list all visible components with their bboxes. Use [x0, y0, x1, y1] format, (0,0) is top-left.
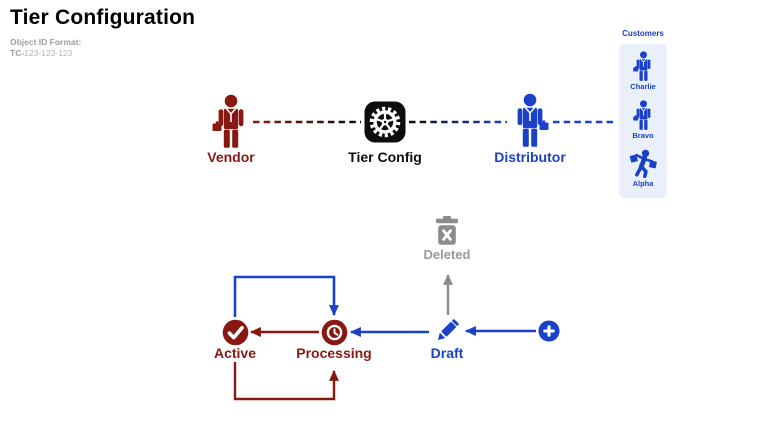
customer-name: Bravo: [632, 131, 654, 140]
deleted-label: Deleted: [423, 247, 471, 262]
pencil-icon: [437, 319, 459, 341]
vendor-person-icon: [211, 94, 251, 148]
object-id-prefix: TC-: [10, 48, 25, 59]
customer-item-alpha: Alpha: [628, 149, 658, 188]
check-circle-icon: [222, 319, 249, 346]
active-to-processing-top-loop-arrow: [233, 275, 339, 317]
customer-name: Charlie: [630, 82, 656, 91]
customers-panel: Charlie Bravo Alpha: [619, 44, 667, 198]
clock-circle-icon: [321, 319, 348, 346]
customer-item-charlie: Charlie: [630, 51, 656, 91]
object-id-value: TC-123-123-123: [10, 48, 81, 59]
customers-label: Customers: [622, 29, 664, 38]
distributor-label: Distributor: [494, 149, 566, 165]
object-id-format: Object ID Format: TC-123-123-123: [10, 37, 81, 59]
active-label: Active: [213, 345, 257, 361]
page-title: Tier Configuration: [10, 6, 196, 29]
trash-icon: [436, 216, 458, 245]
distributor-person-icon: [510, 93, 550, 147]
processing-label: Processing: [296, 345, 372, 361]
active-to-processing-bottom-loop-arrow: [233, 362, 339, 401]
gear-icon: [364, 101, 406, 143]
object-id-format-label: Object ID Format:: [10, 37, 82, 47]
vendor-label: Vendor: [207, 149, 255, 165]
customer-person-icon: [632, 51, 655, 81]
customer-item-bravo: Bravo: [632, 100, 655, 140]
plus-circle-icon: [538, 320, 560, 342]
object-id-digits: 123-123-123: [24, 48, 73, 59]
tier-config-label: Tier Config: [348, 149, 422, 165]
shopper-bags-icon: [628, 149, 658, 178]
customer-person-icon: [632, 100, 655, 130]
customer-name: Alpha: [632, 179, 654, 188]
draft-label: Draft: [430, 345, 464, 361]
